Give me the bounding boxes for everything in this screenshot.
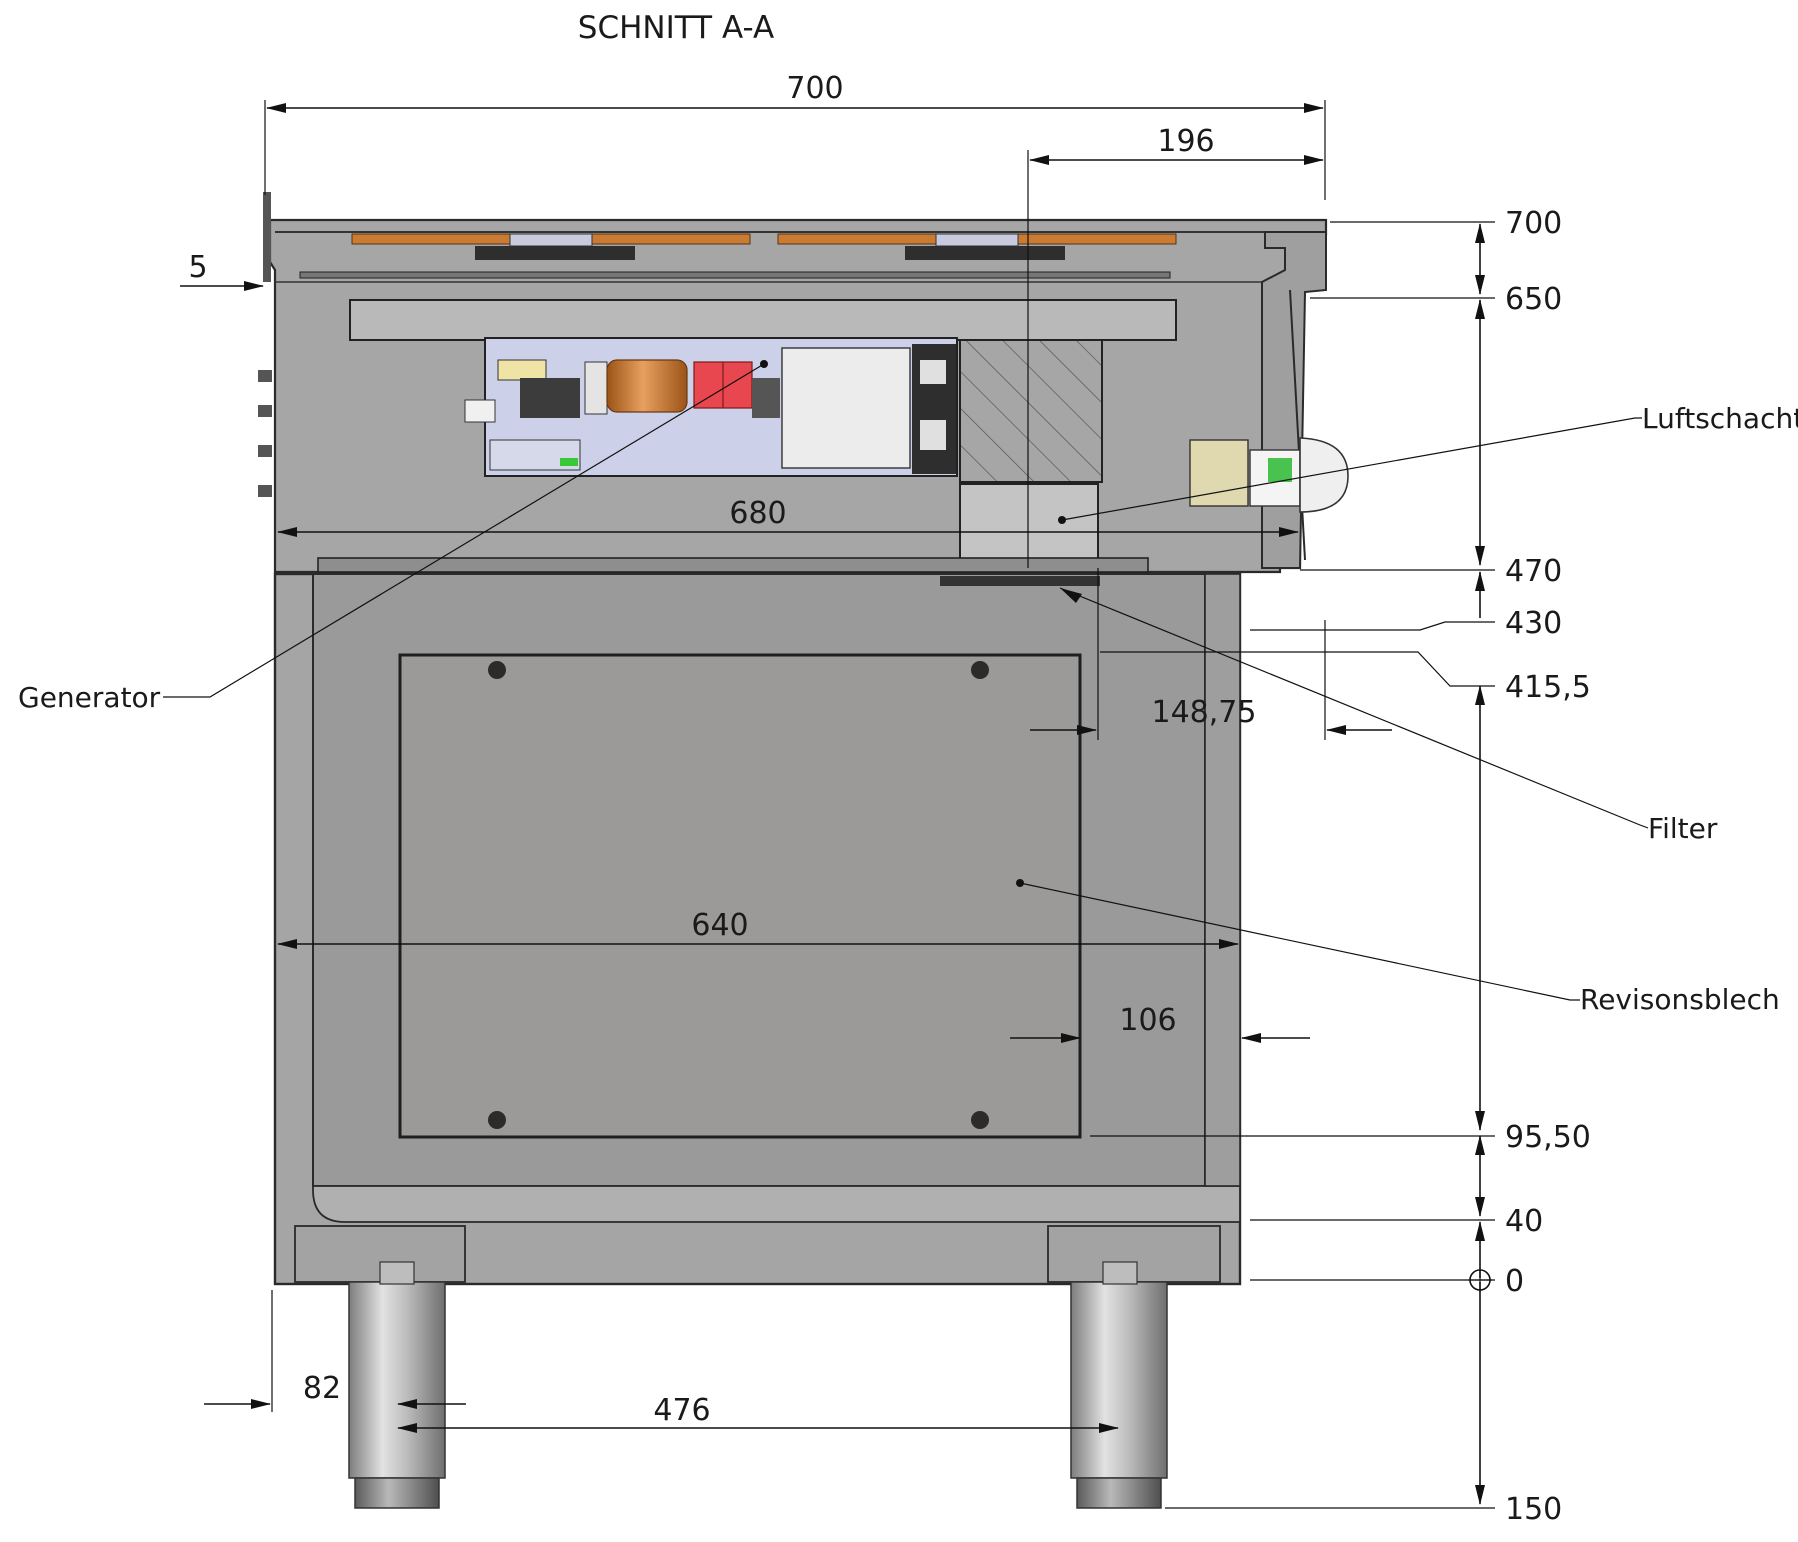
height-label: 650 <box>1505 282 1562 317</box>
section-title: SCHNITT A-A <box>578 10 774 46</box>
filter-element <box>959 483 1099 569</box>
callout-air-duct: Luftschacht <box>1642 402 1798 435</box>
height-label: 40 <box>1505 1204 1543 1239</box>
callout-lines <box>163 360 1649 1001</box>
dim-left-offset: 5 <box>188 250 207 285</box>
legs <box>348 1261 1168 1509</box>
dim-inner-width-cabinet: 640 <box>691 908 748 943</box>
height-label: 150 <box>1505 1492 1562 1527</box>
control-unit <box>1189 437 1349 513</box>
height-label: 470 <box>1505 554 1562 589</box>
height-label: 0 <box>1505 1264 1524 1299</box>
height-label: 95,50 <box>1505 1120 1591 1155</box>
dim-air-duct-width: 196 <box>1157 124 1214 159</box>
height-label: 700 <box>1505 206 1562 241</box>
electronics-compartment <box>464 337 958 477</box>
callout-filter: Filter <box>1648 812 1718 845</box>
dim-inner-width-top: 680 <box>729 496 786 531</box>
inspection-panel <box>398 653 1082 1139</box>
callout-generator: Generator <box>18 681 161 714</box>
dim-overall-width: 700 <box>786 71 843 106</box>
height-label: 430 <box>1505 606 1562 641</box>
callout-inspection-panel: Revisonsblech <box>1580 983 1780 1016</box>
side-knobs <box>258 370 272 497</box>
duct-section-hatched <box>959 339 1103 483</box>
dim-leg-offset: 82 <box>303 1371 341 1406</box>
dimension-lines <box>180 100 1495 1509</box>
height-label: 415,5 <box>1505 670 1591 705</box>
induction-coils <box>299 233 1177 341</box>
dim-panel-offset: 106 <box>1119 1003 1176 1038</box>
dim-leg-spacing: 476 <box>653 1393 710 1428</box>
dim-filter-offset: 148,75 <box>1152 695 1257 730</box>
